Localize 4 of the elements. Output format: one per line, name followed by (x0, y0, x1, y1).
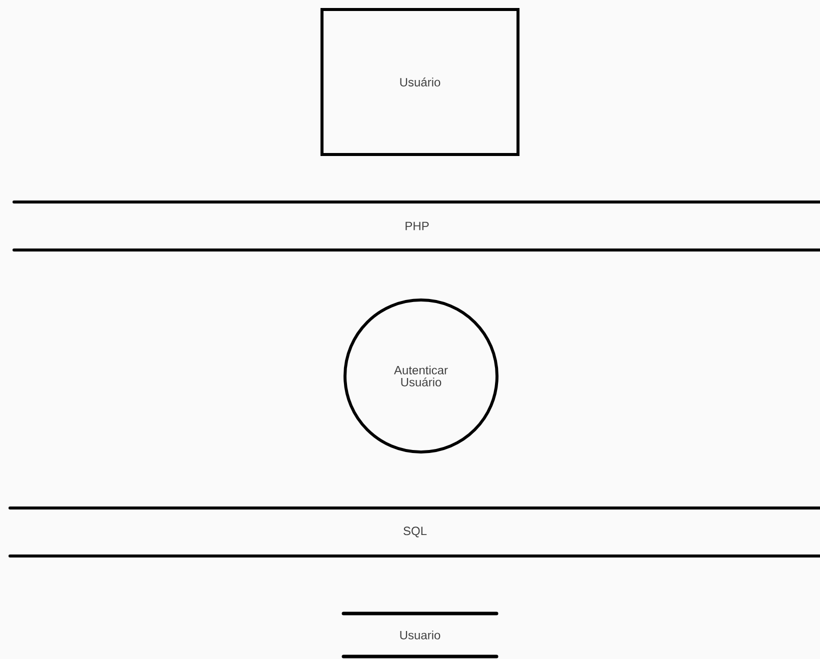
layer-band: PHP (12, 200, 820, 252)
data-store: Usuario (342, 612, 498, 658)
layer-band: SQL (8, 506, 820, 558)
actor-box: Usuário (320, 8, 520, 156)
